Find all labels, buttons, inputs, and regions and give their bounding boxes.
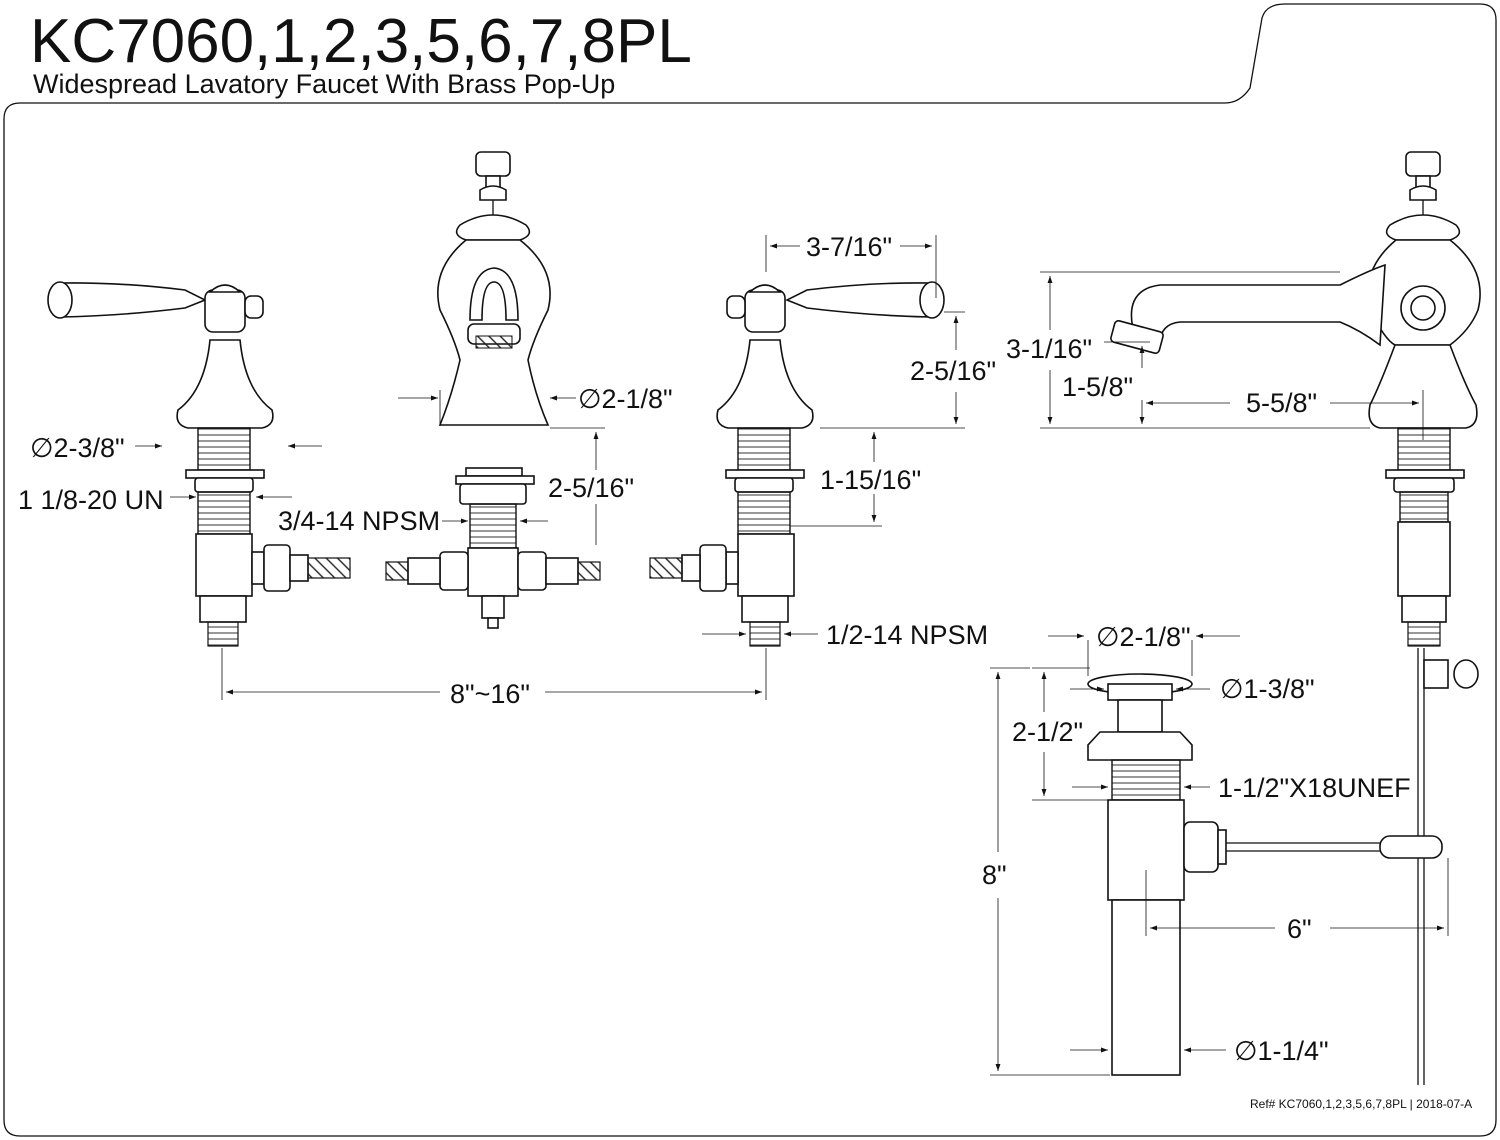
left-handle-valve <box>47 281 351 647</box>
dim-drain-cap-diameter: ∅1-3/8" <box>1220 674 1315 704</box>
dim-spout-shank: 2-5/16" <box>548 473 634 503</box>
dim-handle-spread: 3-7/16" <box>806 232 892 262</box>
dim-spout-diameter: ∅2-1/8" <box>578 384 673 414</box>
dim-supply-thread: 1/2-14 NPSM <box>826 620 988 650</box>
reference-note: Ref# KC7060,1,2,3,5,6,7,8PL | 2018-07-A <box>1250 1097 1472 1111</box>
dim-drain-total-height: 8" <box>982 860 1007 890</box>
dim-handle-thread: 1 1/8-20 UN <box>18 485 164 515</box>
dimension-lines <box>135 235 1449 1076</box>
dim-spout-reach: 5-5/8" <box>1246 388 1317 418</box>
dim-spout-thread: 3/4-14 NPSM <box>278 506 440 536</box>
page-title: KC7060,1,2,3,5,6,7,8PL <box>30 7 692 76</box>
popup-drain <box>1087 673 1443 1076</box>
dim-spout-clearance: 1-5/8" <box>1062 372 1133 402</box>
dim-handle-diameter: ∅2-3/8" <box>30 433 125 463</box>
dim-drain-flange-diameter: ∅2-1/8" <box>1096 622 1191 652</box>
drawing-frame <box>3 3 1497 1137</box>
dim-pivot-rod-length: 6" <box>1287 914 1312 944</box>
spout-side-view <box>1110 151 1481 1085</box>
page-subtitle: Widespread Lavatory Faucet With Brass Po… <box>33 69 615 99</box>
dim-tailpiece-diameter: ∅1-1/4" <box>1234 1036 1329 1066</box>
right-handle-valve <box>649 281 945 647</box>
dim-drain-body-height: 2-1/2" <box>1012 717 1083 747</box>
dim-center-spread: 8"~16" <box>450 679 530 709</box>
center-spout-front <box>385 151 601 629</box>
dim-spout-height: 3-1/16" <box>1006 334 1092 364</box>
dim-handle-shank: 1-15/16" <box>820 465 921 495</box>
dim-handle-height: 2-5/16" <box>910 356 996 386</box>
dim-drain-thread: 1-1/2"X18UNEF <box>1218 773 1411 803</box>
